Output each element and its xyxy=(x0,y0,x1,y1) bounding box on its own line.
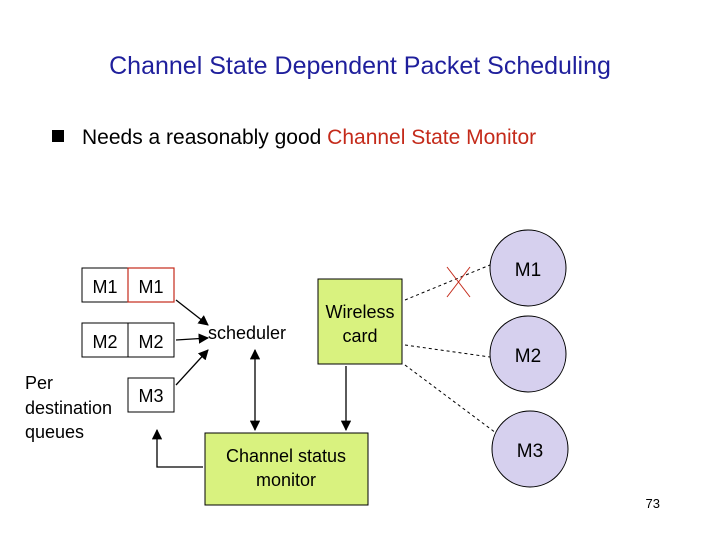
queue-label-m1-b: M1 xyxy=(138,277,163,297)
wireless-card: Wireless card xyxy=(317,278,403,365)
queue-cell-m1-a xyxy=(81,267,129,303)
mobile-circle-m1 xyxy=(489,229,567,307)
mobile-label-m1: M1 xyxy=(515,260,541,281)
link-card-to-m2 xyxy=(404,344,491,358)
mobile-label-m3: M3 xyxy=(517,441,543,462)
monitor-line-1: Channel status xyxy=(226,446,346,466)
wireless-card-line-2: card xyxy=(342,326,377,346)
monitor-line-2: monitor xyxy=(256,470,316,490)
queue-cell-m2-b xyxy=(127,322,175,358)
mobile-node-m1: M1 xyxy=(489,229,567,307)
link-card-to-m1 xyxy=(404,264,491,301)
queues-caption: Per destination queues xyxy=(25,373,112,442)
queues-caption-line-2: destination xyxy=(25,398,112,418)
queue-label-m2-a: M2 xyxy=(92,332,117,352)
queues-caption-line-3: queues xyxy=(25,422,84,442)
mobile-circle-m2 xyxy=(489,315,567,393)
page-number: 73 xyxy=(646,496,660,511)
queue-label-m1-a: M1 xyxy=(92,277,117,297)
queues-caption-line-1: Per xyxy=(25,373,53,393)
mobile-label-m2: M2 xyxy=(515,346,541,367)
arrow-queue2-to-scheduler xyxy=(175,333,210,344)
arrow-queue3-to-scheduler xyxy=(175,349,209,386)
scheduler-label: scheduler xyxy=(208,323,286,343)
slide-title: Channel State Dependent Packet Schedulin… xyxy=(109,52,611,80)
arrow-monitor-to-queues xyxy=(151,428,203,468)
channel-status-monitor: Channel status monitor xyxy=(204,432,369,506)
square-bullet-icon xyxy=(52,130,64,142)
queue-label-m3: M3 xyxy=(138,386,163,406)
queue-row-m1: M1 M1 xyxy=(81,267,175,303)
blocked-link-cross-b xyxy=(446,266,471,298)
queue-cell-m1-b xyxy=(127,267,175,303)
bullet-point: Needs a reasonably good Channel State Mo… xyxy=(52,126,536,150)
link-card-to-m3 xyxy=(404,364,497,434)
mobile-node-m3: M3 xyxy=(491,410,569,488)
wireless-card-line-1: Wireless xyxy=(325,302,394,322)
bullet-highlight: Channel State Monitor xyxy=(327,126,537,149)
queue-cell-m3 xyxy=(127,377,175,413)
arrow-queue1-to-scheduler xyxy=(175,299,209,326)
monitor-box xyxy=(204,432,369,506)
mobile-node-m2: M2 xyxy=(489,315,567,393)
queue-row-m3: M3 xyxy=(127,377,175,413)
wireless-card-box xyxy=(317,278,403,365)
queue-label-m2-b: M2 xyxy=(138,332,163,352)
mobile-circle-m3 xyxy=(491,410,569,488)
queue-row-m2: M2 M2 xyxy=(81,322,175,358)
bullet-text: Needs a reasonably good xyxy=(82,126,328,149)
